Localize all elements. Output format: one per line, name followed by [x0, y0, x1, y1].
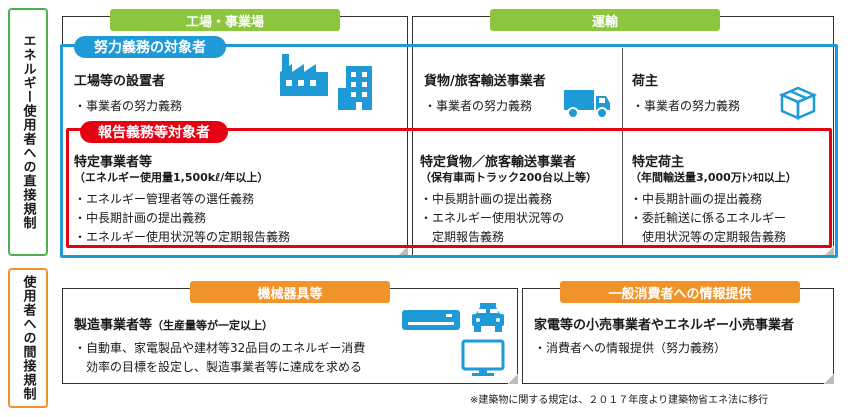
page-fold-decoration — [398, 246, 408, 256]
specified-carrier-duty: 定期報告義務 — [420, 230, 505, 244]
shipper-title: 荷主 — [632, 74, 659, 89]
consumer-info-header: 一般消費者への情報提供 — [560, 281, 800, 303]
specified-shipper-title: 特定荷主 — [632, 155, 685, 170]
carrier-duty: ・事業者の努力義務 — [424, 99, 533, 113]
indirect-regulation-label: 使用者への間接規制 — [20, 275, 36, 401]
retailer-duty: ・消費者への情報提供（努力義務） — [534, 341, 727, 355]
specified-business-title: 特定事業者等 — [74, 155, 153, 170]
shipper-duty: ・事業者の努力義務 — [632, 99, 741, 113]
television-icon — [461, 339, 505, 376]
indirect-regulation-label-box: 使用者への間接規制 — [8, 268, 48, 408]
page-fold-decoration — [508, 374, 518, 384]
report-obligation-tag: 報告義務等対象者 — [80, 121, 228, 143]
specified-business-criteria: （エネルギー使用量1,500kℓ/年以上） — [74, 171, 269, 184]
transport-column-divider — [622, 48, 623, 248]
office-building-icon — [338, 66, 372, 110]
carrier-title: 貨物/旅客輸送事業者 — [424, 74, 546, 89]
specified-shipper-duty: 使用状況等の定期報告義務 — [630, 230, 787, 244]
manufacturer-title: 製造事業者等（生産量等が一定以上） — [74, 314, 273, 333]
specified-business-duty: ・中長期計画の提出義務 — [74, 211, 207, 225]
factory-header: 工場・事業場 — [110, 9, 340, 31]
direct-regulation-label: エネルギー使用者への直接規制 — [20, 34, 36, 230]
specified-carrier-duty: ・エネルギー使用状況等の — [420, 211, 565, 225]
manufacturer-title-text: 製造事業者等 — [74, 318, 153, 333]
retailer-title: 家電等の小売事業者やエネルギー小売事業者 — [534, 318, 795, 333]
manufacturer-duty: 効率の目標を設定し、製造事業者等に達成を求める — [74, 360, 363, 374]
effort-obligation-outline — [60, 44, 838, 258]
page-fold-decoration — [824, 374, 834, 384]
page-fold-decoration — [824, 246, 834, 256]
direct-regulation-label-box: エネルギー使用者への直接規制 — [8, 8, 48, 256]
equipment-header: 機械器具等 — [190, 281, 390, 303]
specified-shipper-criteria: （年間輸送量3,000万ﾄﾝｷﾛ以上） — [630, 171, 797, 184]
manufacturer-criteria: （生産量等が一定以上） — [152, 319, 274, 332]
car-icon — [472, 303, 504, 332]
specified-shipper-duty: ・中長期計画の提出義務 — [630, 192, 763, 206]
truck-icon — [564, 90, 610, 119]
specified-carrier-duty: ・中長期計画の提出義務 — [420, 192, 553, 206]
report-obligation-outline — [66, 128, 832, 248]
consumer-info-panel — [522, 288, 834, 384]
transport-panel — [412, 16, 834, 256]
air-conditioner-icon — [402, 310, 460, 330]
footnote: ※建築物に関する規定は、２０１７年度より建築物省エネ法に移行 — [470, 395, 769, 406]
transport-header: 運輸 — [490, 9, 720, 31]
factory-icon — [280, 54, 328, 96]
specified-business-duty: ・エネルギー管理者等の選任義務 — [74, 192, 255, 206]
manufacturer-duty: ・自動車、家電製品や建材等32品目のエネルギー消費 — [74, 341, 366, 355]
package-icon — [778, 86, 818, 120]
specified-business-duty: ・エネルギー使用状況等の定期報告義務 — [74, 230, 291, 244]
effort-obligation-tag: 努力義務の対象者 — [74, 36, 226, 58]
specified-carrier-title: 特定貨物／旅客輸送事業者 — [420, 155, 577, 170]
factory-owner-title: 工場等の設置者 — [74, 74, 166, 89]
specified-shipper-duty: ・委託輸送に係るエネルギー — [630, 211, 787, 225]
factory-owner-duty: ・事業者の努力義務 — [74, 99, 183, 113]
specified-carrier-criteria: （保有車両トラック200台以上等） — [420, 171, 597, 184]
